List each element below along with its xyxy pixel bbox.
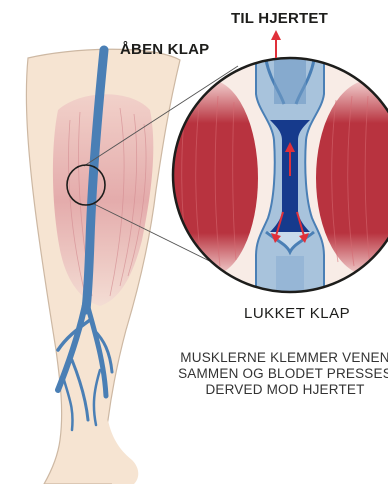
arrow-to-heart xyxy=(271,30,281,58)
label-open-valve: ÅBEN KLAP xyxy=(120,41,209,58)
caption-text: MUSKLERNE KLEMMER VENEN SAMMEN OG BLODET… xyxy=(160,350,388,398)
caption-line-3: DERVED MOD HJERTET xyxy=(160,382,388,398)
lower-vein-lumen xyxy=(276,256,304,310)
caption-line-2: SAMMEN OG BLODET PRESSES xyxy=(160,366,388,382)
label-to-heart: TIL HJERTET xyxy=(231,10,328,27)
upper-vein-lumen xyxy=(274,40,306,104)
left-muscle xyxy=(162,80,258,276)
zoomed-vein-view xyxy=(162,40,388,310)
leg-illustration xyxy=(26,49,180,484)
label-closed-valve: LUKKET KLAP xyxy=(244,305,350,322)
caption-line-1: MUSKLERNE KLEMMER VENEN xyxy=(160,350,388,366)
